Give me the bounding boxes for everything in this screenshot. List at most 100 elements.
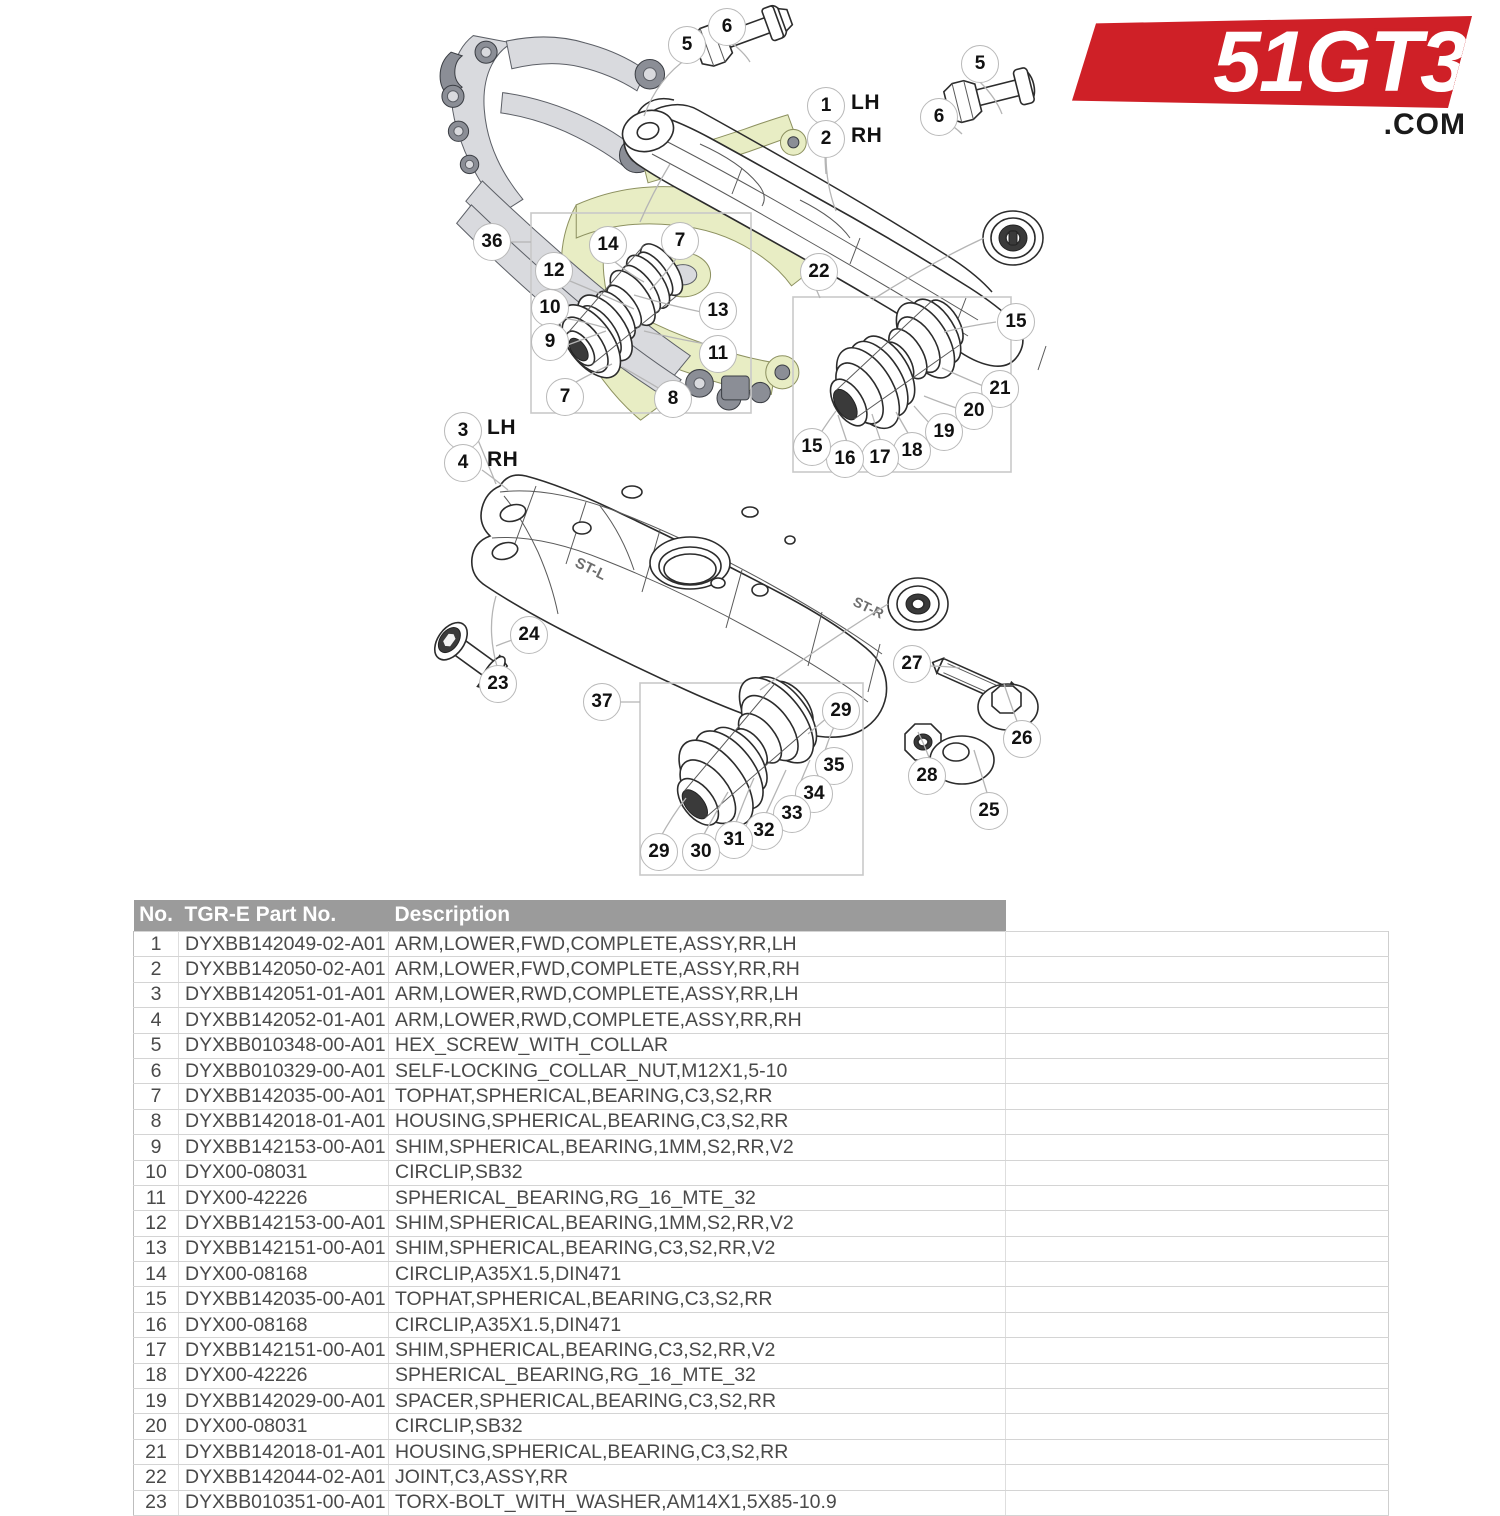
cell-part-no: DYX00-42226: [178, 1184, 389, 1212]
cell-blank: [1005, 1261, 1389, 1288]
callout-10[interactable]: 10: [531, 289, 569, 327]
cell-no: 11: [133, 1184, 179, 1212]
callout-9[interactable]: 9: [531, 323, 569, 361]
callout-15-bottom[interactable]: 15: [793, 428, 831, 466]
callout-7-bottom[interactable]: 7: [546, 378, 584, 416]
callout-1-lh[interactable]: 1: [807, 87, 845, 125]
site-logo: 51GT3 .COM: [1072, 16, 1472, 146]
cell-part-no: DYXBB142029-00-A01: [178, 1388, 389, 1415]
cell-blank: [1005, 1159, 1389, 1186]
header-part-no: TGR-E Part No.: [178, 900, 389, 932]
cell-blank: [1005, 1083, 1389, 1110]
cell-blank: [1005, 1464, 1389, 1491]
callout-16[interactable]: 16: [826, 440, 864, 478]
callout-36[interactable]: 36: [473, 223, 511, 261]
cell-description: SPHERICAL_BEARING,RG_16_MTE_32: [388, 1362, 1006, 1390]
cell-part-no: DYX00-08031: [178, 1159, 389, 1186]
cell-no: 15: [133, 1286, 179, 1313]
callout-6-top-left[interactable]: 6: [708, 8, 746, 46]
cell-part-no: DYXBB142052-01-A01: [178, 1007, 389, 1034]
callout-27[interactable]: 27: [893, 645, 931, 683]
callout-24[interactable]: 24: [510, 616, 548, 654]
callout-25[interactable]: 25: [970, 792, 1008, 830]
callout-37[interactable]: 37: [583, 683, 621, 721]
cell-description: ARM,LOWER,FWD,COMPLETE,ASSY,RR,LH: [388, 930, 1006, 958]
cell-description: HOUSING,SPHERICAL,BEARING,C3,S2,RR: [388, 1438, 1006, 1466]
callout-3-lh[interactable]: 3: [444, 412, 482, 450]
callout-20[interactable]: 20: [955, 392, 993, 430]
callout-26[interactable]: 26: [1003, 720, 1041, 758]
callout-11[interactable]: 11: [699, 335, 737, 373]
callout-2-rh[interactable]: 2: [807, 120, 845, 158]
callout-29-top[interactable]: 29: [822, 692, 860, 730]
callout-12[interactable]: 12: [535, 252, 573, 290]
cell-blank: [1005, 1362, 1389, 1390]
cell-part-no: DYX00-08168: [178, 1261, 389, 1288]
cell-part-no: DYXBB142153-00-A01: [178, 1210, 389, 1237]
callout-15-top[interactable]: 15: [997, 303, 1035, 341]
callout-13[interactable]: 13: [699, 292, 737, 330]
callout-29-bottom[interactable]: 29: [640, 833, 678, 871]
logo-wordmark: 51GT3: [1072, 16, 1472, 108]
callout-23[interactable]: 23: [479, 665, 517, 703]
side-label-4-rh: RH: [487, 448, 519, 471]
cell-blank: [1005, 1184, 1389, 1212]
callout-31[interactable]: 31: [715, 821, 753, 859]
cell-no: 17: [133, 1337, 179, 1364]
washer-26: [977, 683, 1039, 731]
callout-5-top-right[interactable]: 5: [961, 45, 999, 83]
lower-control-arm: ST-L ST-R: [470, 474, 949, 738]
cell-blank: [1005, 1413, 1389, 1440]
cell-no: 12: [133, 1210, 179, 1237]
cell-part-no: DYXBB142035-00-A01: [178, 1286, 389, 1313]
callout-18[interactable]: 18: [893, 432, 931, 470]
callout-14[interactable]: 14: [589, 226, 627, 264]
callout-17[interactable]: 17: [861, 439, 899, 477]
cell-no: 20: [133, 1413, 179, 1440]
cell-description: SHIM,SPHERICAL,BEARING,C3,S2,RR,V2: [388, 1235, 1006, 1263]
callout-28[interactable]: 28: [908, 757, 946, 795]
cell-blank: [1005, 1286, 1389, 1313]
callout-19[interactable]: 19: [925, 413, 963, 451]
cell-part-no: DYXBB142018-01-A01: [178, 1438, 389, 1466]
callout-22[interactable]: 22: [800, 253, 838, 291]
callout-5-top-left[interactable]: 5: [668, 26, 706, 64]
callout-8[interactable]: 8: [654, 380, 692, 418]
callout-7-top[interactable]: 7: [661, 222, 699, 260]
cell-blank: [1005, 1057, 1389, 1085]
side-label-1-lh: LH: [851, 91, 880, 114]
cell-no: 1: [133, 930, 179, 958]
cell-description: SHIM,SPHERICAL,BEARING,1MM,S2,RR,V2: [388, 1134, 1006, 1161]
callout-30[interactable]: 30: [682, 833, 720, 871]
callout-6-top-right[interactable]: 6: [920, 98, 958, 136]
side-label-2-rh: RH: [851, 124, 883, 147]
cell-description: JOINT,C3,ASSY,RR: [388, 1464, 1006, 1491]
callout-4-rh[interactable]: 4: [444, 444, 482, 482]
logo-domain-suffix: .COM: [1383, 108, 1466, 141]
cell-description: CIRCLIP,A35X1.5,DIN471: [388, 1261, 1006, 1288]
bearing-stack-36: [558, 243, 684, 379]
